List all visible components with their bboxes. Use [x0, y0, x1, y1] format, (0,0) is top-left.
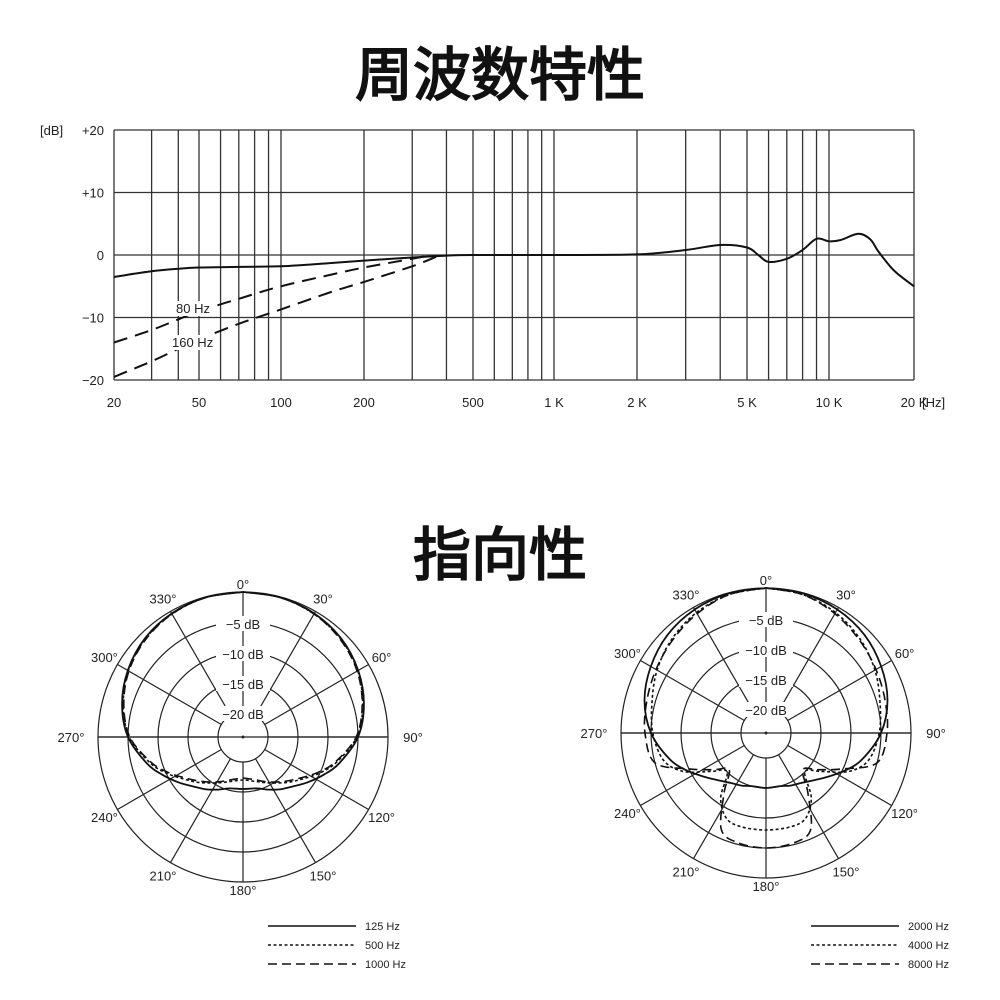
ring-label-bg [739, 612, 793, 627]
polar-spoke [264, 663, 369, 726]
x-tick-label: 50 [192, 395, 206, 410]
polar-center-dot [241, 735, 245, 739]
x-tick-label: 500 [462, 395, 484, 410]
ring-label: −15 dB [222, 677, 264, 692]
ring-label-bg [739, 672, 793, 687]
x-tick-label: 10 K [816, 395, 843, 410]
ring-label: −5 dB [226, 617, 260, 632]
angle-label: 120° [368, 810, 395, 825]
annotation-bg [174, 301, 216, 316]
legend-label: 4000 Hz [908, 940, 949, 952]
angle-label: 270° [581, 726, 608, 741]
legend-label: 2000 Hz [908, 921, 949, 933]
polar-spoke [692, 754, 755, 859]
ring-label-bg [216, 676, 270, 691]
polar-series-4000hz [650, 587, 882, 831]
x-axis-unit: [Hz] [922, 395, 945, 410]
y-axis-unit: [dB] [40, 123, 63, 138]
ring-label: −10 dB [745, 643, 787, 658]
polar-series-125hz [121, 591, 365, 791]
legend-label: 125 Hz [365, 921, 400, 933]
angle-label: 30° [313, 591, 333, 606]
polar-spoke [169, 758, 232, 863]
angle-label: 300° [614, 646, 641, 661]
y-tick-label: +10 [82, 186, 104, 201]
x-tick-label: 20 [107, 395, 121, 410]
freq-series-flat [113, 232, 915, 288]
ring-label: −20 dB [745, 703, 787, 718]
polar-series-1000hz [122, 591, 364, 783]
polar-spoke [254, 611, 317, 716]
angle-label: 90° [403, 730, 423, 745]
angle-label: 180° [230, 883, 257, 898]
x-tick-label: 200 [353, 395, 375, 410]
polar-spoke [640, 659, 745, 722]
angle-label: 30° [836, 587, 856, 602]
curve-annotation: 160 Hz [172, 335, 213, 350]
curve-annotation: 80 Hz [176, 301, 210, 316]
polar-spoke [169, 611, 232, 716]
angle-label: 180° [753, 879, 780, 894]
angle-label: 0° [760, 573, 772, 588]
ring-label: −5 dB [749, 613, 783, 628]
angle-label: 90° [926, 726, 946, 741]
angle-label: 150° [833, 865, 860, 880]
polar-pattern-title: 指向性 [412, 521, 587, 589]
ring-label-bg [216, 646, 270, 661]
ring-label-bg [739, 642, 793, 657]
angle-label: 330° [673, 587, 700, 602]
ring-label-bg [216, 616, 270, 631]
ring-label: −20 dB [222, 707, 264, 722]
angle-label: 240° [614, 806, 641, 821]
x-tick-label: 100 [270, 395, 292, 410]
annotation-bg [170, 335, 218, 350]
ring-label-bg [216, 706, 270, 721]
angle-label: 330° [150, 591, 177, 606]
x-tick-label: 5 K [737, 395, 757, 410]
angle-label: 210° [150, 869, 177, 884]
y-tick-label: −20 [82, 373, 104, 388]
y-tick-label: +20 [82, 123, 104, 138]
y-tick-label: −10 [82, 311, 104, 326]
ring-label-bg [739, 702, 793, 717]
x-tick-label: 2 K [627, 395, 647, 410]
frequency-response-title: 周波数特性 [354, 41, 645, 109]
freq-series-160hz [113, 254, 441, 378]
angle-label: 300° [91, 650, 118, 665]
polar-spoke [787, 744, 892, 807]
angle-label: 270° [58, 730, 85, 745]
x-tick-label: 1 K [544, 395, 564, 410]
angle-label: 60° [372, 650, 392, 665]
angle-label: 60° [895, 646, 915, 661]
polar-series-8000hz [643, 587, 889, 849]
angle-label: 120° [891, 806, 918, 821]
freq-series-80hz [113, 254, 431, 344]
polar-series-2000hz [643, 587, 889, 789]
ring-label: −10 dB [222, 647, 264, 662]
angle-label: 240° [91, 810, 118, 825]
ring-label: −15 dB [745, 673, 787, 688]
polar-spoke [254, 758, 317, 863]
angle-label: 0° [237, 577, 249, 592]
polar-spoke [640, 744, 745, 807]
polar-spoke [777, 754, 840, 859]
polar-spoke [777, 607, 840, 712]
angle-label: 210° [673, 865, 700, 880]
polar-spoke [692, 607, 755, 712]
polar-spoke [117, 663, 222, 726]
legend-label: 500 Hz [365, 940, 400, 952]
y-tick-label: 0 [97, 248, 104, 263]
polar-center-dot [764, 731, 768, 735]
x-tick-label: 20 K [901, 395, 928, 410]
legend-label: 8000 Hz [908, 959, 949, 971]
legend-label: 1000 Hz [365, 959, 406, 971]
angle-label: 150° [310, 869, 337, 884]
